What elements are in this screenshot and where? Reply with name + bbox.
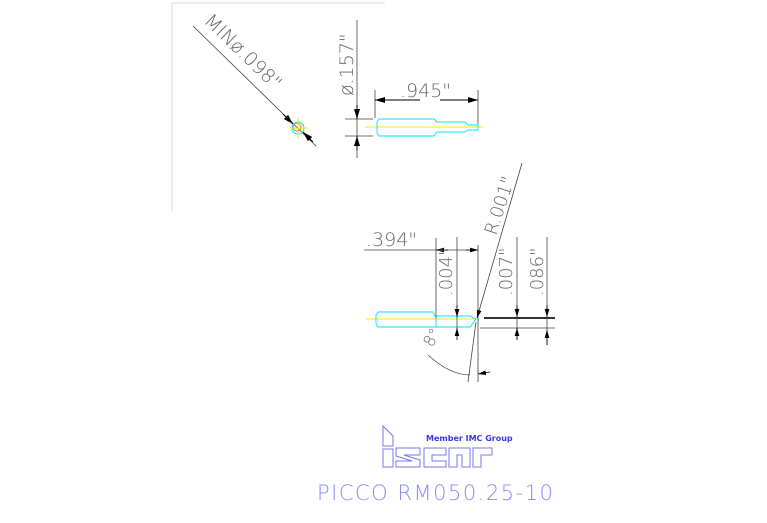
angle-label: 8° (419, 325, 445, 350)
side-view-part (366, 311, 478, 328)
overall-length-label: .945" (400, 80, 451, 102)
shank-diameter-dimension: ø.157" (336, 20, 373, 158)
min-diameter-dimension: MINø.098" (192, 10, 317, 147)
min-diameter-label: MINø.098" (200, 10, 286, 95)
part-number-title: PICCO RM050.25-10 (317, 481, 554, 505)
logo-tagline: Member IMC Group (426, 434, 513, 443)
sheet-border (171, 2, 385, 212)
length-label: .394" (366, 229, 417, 251)
side-view-dimensions: .394" .004" R.001" .007" .086" 8° (364, 162, 555, 383)
top-view-part (365, 118, 483, 137)
overall-length-dimension: .945" (374, 80, 479, 124)
dim-b-label: .007" (496, 248, 517, 296)
iscar-logo: Member IMC Group (382, 424, 513, 468)
shank-diameter-label: ø.157" (336, 33, 358, 96)
dim-a-label: .004" (436, 248, 457, 296)
dim-c-label: .086" (527, 248, 548, 296)
radius-label: R.001" (481, 174, 520, 238)
